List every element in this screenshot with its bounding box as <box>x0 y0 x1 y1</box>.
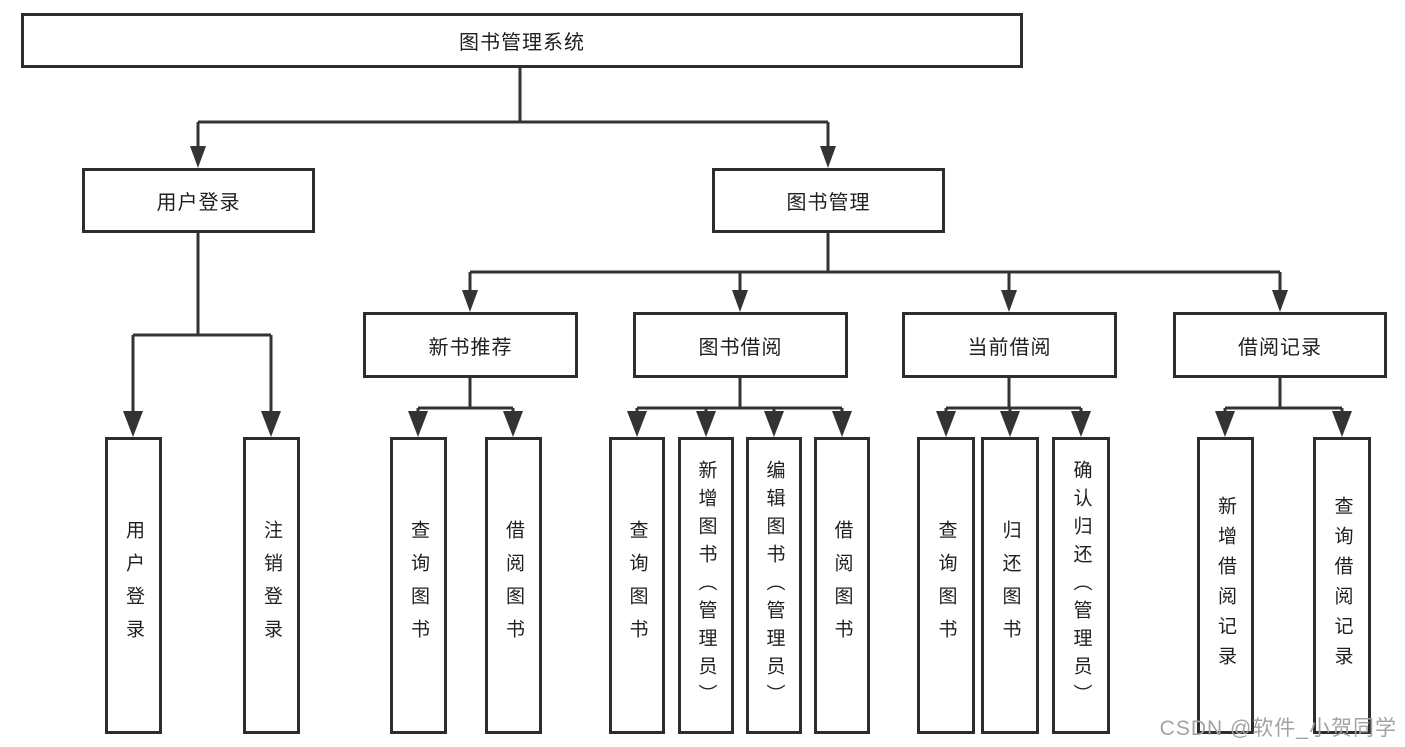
leaf-label: 查询图书 <box>408 519 429 652</box>
node-leaf-user-login: 用户登录 <box>105 437 162 734</box>
leaf-label: 归还图书 <box>999 519 1021 652</box>
leaf-label: 查询图书 <box>935 519 957 652</box>
connector-book-mgmt-children <box>462 233 1288 312</box>
node-leaf-borrow-books-rec: 借阅图书 <box>485 437 542 734</box>
connector-current-borrow-children <box>936 378 1091 437</box>
node-book-management: 图书管理 <box>712 168 945 233</box>
node-leaf-query-borrow-record: 查询借阅记录 <box>1313 437 1371 734</box>
leaf-label: 注销登录 <box>261 519 282 652</box>
leaf-label: 新增借阅记录 <box>1215 495 1236 676</box>
leaf-label: 借阅图书 <box>503 519 524 652</box>
leaf-label: 编辑图书（管理员） <box>763 459 785 712</box>
node-new-book-recommendation: 新书推荐 <box>363 312 578 378</box>
leaf-label: 查询图书 <box>626 519 648 652</box>
node-leaf-query-books-rec: 查询图书 <box>390 437 447 734</box>
node-leaf-edit-book-admin: 编辑图书（管理员） <box>746 437 802 734</box>
connector-new-book-rec-children <box>408 378 523 437</box>
leaf-label: 新增图书（管理员） <box>695 459 717 712</box>
connector-book-borrow-children <box>627 378 852 437</box>
leaf-label: 确认归还（管理员） <box>1070 459 1092 712</box>
node-current-borrowing: 当前借阅 <box>902 312 1117 378</box>
node-leaf-add-book-admin: 新增图书（管理员） <box>678 437 734 734</box>
node-book-borrowing: 图书借阅 <box>633 312 848 378</box>
node-leaf-query-books-current: 查询图书 <box>917 437 975 734</box>
node-user-login: 用户登录 <box>82 168 315 233</box>
connector-user-login-children <box>123 233 281 437</box>
leaf-label: 用户登录 <box>123 519 144 652</box>
connector-root-to-level1 <box>190 68 836 168</box>
connector-borrow-records-children <box>1215 378 1352 437</box>
node-leaf-confirm-return-admin: 确认归还（管理员） <box>1052 437 1110 734</box>
leaf-label: 查询借阅记录 <box>1331 495 1353 676</box>
node-leaf-return-book: 归还图书 <box>981 437 1039 734</box>
node-leaf-borrow-books: 借阅图书 <box>814 437 870 734</box>
node-leaf-query-books-borrow: 查询图书 <box>609 437 665 734</box>
node-leaf-add-borrow-record: 新增借阅记录 <box>1197 437 1254 734</box>
node-root-library-system: 图书管理系统 <box>21 13 1023 68</box>
leaf-label: 借阅图书 <box>831 519 853 652</box>
node-leaf-logout: 注销登录 <box>243 437 300 734</box>
node-borrowing-records: 借阅记录 <box>1173 312 1387 378</box>
